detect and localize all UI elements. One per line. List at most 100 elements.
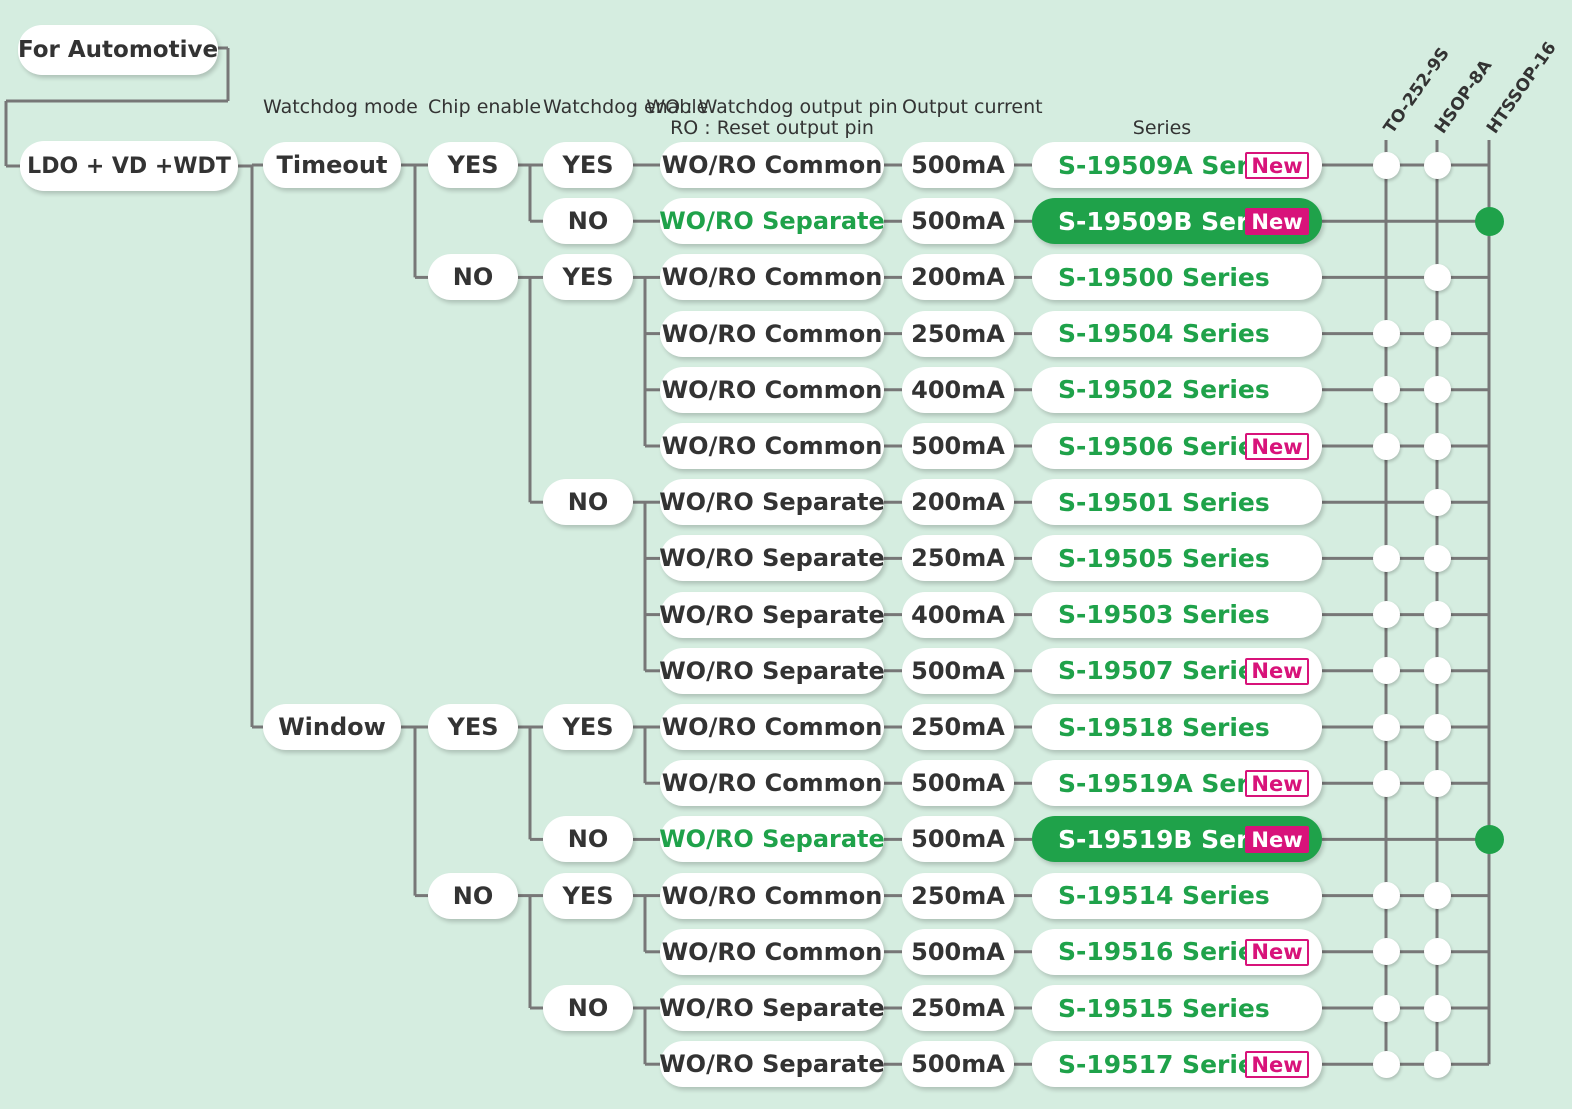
series-name: S-19501 Series	[1058, 487, 1270, 517]
series-node: S-19515 Series	[1032, 985, 1322, 1031]
package-availability-dot	[1423, 488, 1451, 516]
output-current-node: 500mA	[902, 647, 1014, 694]
package-availability-dot	[1372, 320, 1400, 348]
series-node: S-19518 Series	[1032, 704, 1322, 750]
package-availability-dot	[1372, 1050, 1400, 1078]
package-availability-dot	[1372, 994, 1400, 1022]
series-name: S-19504 Series	[1058, 319, 1270, 349]
series-node: S-19505 Series	[1032, 535, 1322, 582]
output-current-node: 500mA	[902, 142, 1014, 188]
package-availability-dot	[1372, 376, 1400, 404]
package-availability-dot	[1372, 713, 1400, 741]
chip-enable-node: NO	[428, 872, 518, 919]
package-availability-dot	[1423, 882, 1451, 910]
watchdog-enable-node: YES	[543, 704, 633, 750]
output-pin-node: WO/RO Separate	[659, 198, 885, 245]
output-pin-node: WO/RO Separate	[659, 591, 885, 638]
output-pin-node: WO/RO Separate	[659, 985, 885, 1031]
output-pin-node: WO/RO Common	[660, 872, 884, 919]
output-pin-node: WO/RO Common	[660, 928, 884, 975]
output-pin-node: WO/RO Common	[660, 254, 884, 301]
package-availability-dot	[1372, 657, 1400, 685]
series-name: S-19507 Series	[1058, 656, 1270, 686]
root-node: LDO + VD +WDT	[20, 141, 238, 191]
series-name: S-19503 Series	[1058, 600, 1270, 630]
output-current-node: 500mA	[902, 816, 1014, 863]
mode-node-timeout: Timeout	[263, 142, 401, 188]
output-pin-node: WO/RO Common	[660, 423, 884, 469]
header-watchdog-mode: Watchdog mode	[263, 96, 418, 118]
package-availability-dot	[1423, 151, 1451, 179]
output-current-node: 250mA	[902, 985, 1014, 1031]
output-current-node: 400mA	[902, 591, 1014, 638]
package-availability-dot	[1372, 151, 1400, 179]
series-name: S-19516 Series	[1058, 937, 1270, 967]
package-availability-dot	[1423, 769, 1451, 797]
series-name: S-19518 Series	[1058, 712, 1270, 742]
output-pin-node: WO/RO Separate	[659, 479, 885, 526]
output-current-node: 500mA	[902, 1041, 1014, 1088]
chip-enable-node: YES	[428, 142, 518, 188]
watchdog-enable-node: NO	[543, 479, 633, 526]
package-availability-dot	[1423, 320, 1451, 348]
new-badge: New	[1245, 657, 1309, 685]
new-badge: New	[1245, 208, 1309, 236]
output-pin-node: WO/RO Separate	[659, 647, 885, 694]
output-current-node: 500mA	[902, 928, 1014, 975]
mode-node-window: Window	[263, 704, 401, 750]
series-name: S-19505 Series	[1058, 543, 1270, 573]
new-badge: New	[1245, 770, 1309, 798]
watchdog-enable-node: YES	[543, 142, 633, 188]
output-pin-node: WO/RO Separate	[659, 816, 885, 863]
package-availability-dot	[1474, 206, 1504, 236]
package-availability-dot	[1372, 938, 1400, 966]
watchdog-enable-node: NO	[543, 985, 633, 1031]
package-availability-dot	[1423, 657, 1451, 685]
package-availability-dot	[1423, 376, 1451, 404]
package-availability-dot	[1423, 432, 1451, 460]
series-node: S-19504 Series	[1032, 310, 1322, 357]
new-badge: New	[1245, 152, 1309, 179]
package-availability-dot	[1423, 994, 1451, 1022]
output-current-node: 250mA	[902, 310, 1014, 357]
series-node: S-19500 Series	[1032, 254, 1322, 301]
package-availability-dot	[1372, 769, 1400, 797]
new-badge: New	[1245, 826, 1309, 854]
package-availability-dot	[1423, 544, 1451, 572]
package-availability-dot	[1372, 432, 1400, 460]
watchdog-enable-node: YES	[543, 254, 633, 301]
output-current-node: 500mA	[902, 198, 1014, 245]
header-output-current: Output current	[902, 96, 1043, 118]
watchdog-enable-node: NO	[543, 816, 633, 863]
package-availability-dot	[1423, 1050, 1451, 1078]
chip-enable-node: NO	[428, 254, 518, 301]
header-chip-enable: Chip enable	[428, 96, 542, 118]
output-current-node: 200mA	[902, 479, 1014, 526]
package-availability-dot	[1423, 263, 1451, 291]
output-current-node: 500mA	[902, 423, 1014, 469]
output-pin-node: WO/RO Common	[660, 310, 884, 357]
package-availability-dot	[1423, 938, 1451, 966]
new-badge: New	[1245, 1051, 1309, 1079]
package-availability-dot	[1423, 713, 1451, 741]
series-name: S-19514 Series	[1058, 881, 1270, 911]
output-current-node: 250mA	[902, 704, 1014, 750]
package-availability-dot	[1372, 544, 1400, 572]
package-availability-dot	[1372, 882, 1400, 910]
output-current-node: 200mA	[902, 254, 1014, 301]
watchdog-enable-node: NO	[543, 198, 633, 245]
output-pin-node: WO/RO Common	[660, 366, 884, 413]
series-node: S-19514 Series	[1032, 872, 1322, 919]
header-series: Series	[1132, 117, 1192, 139]
output-pin-node: WO/RO Common	[660, 142, 884, 188]
output-current-node: 400mA	[902, 366, 1014, 413]
